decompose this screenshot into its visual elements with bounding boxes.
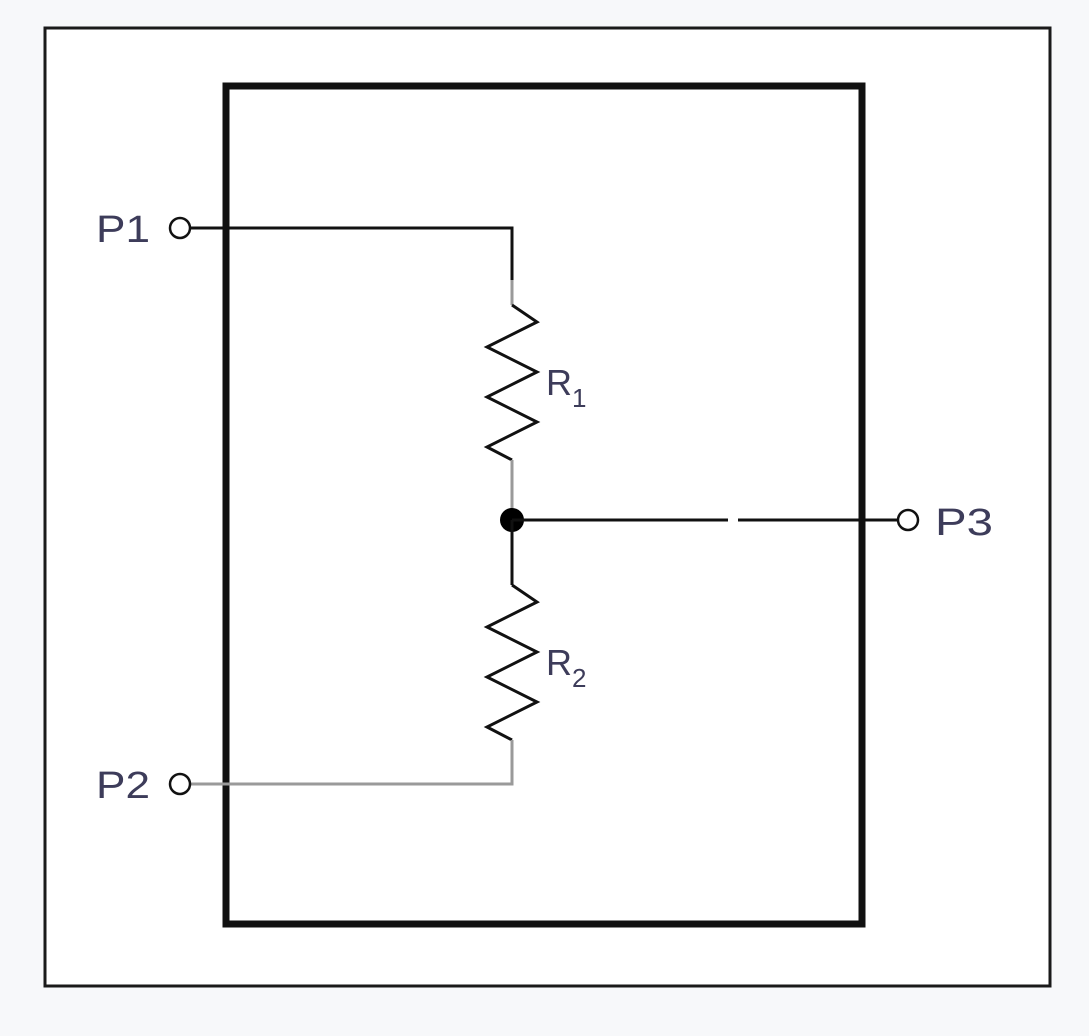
p3-terminal-icon — [896, 508, 920, 532]
p2-label: P2 — [96, 765, 150, 807]
r1-label-subscript: 1 — [572, 383, 586, 413]
p2-terminal-icon — [168, 772, 192, 796]
r2-label-base: R — [546, 642, 572, 683]
r1-label-base: R — [546, 362, 572, 403]
resistor-r1 — [483, 303, 541, 462]
p3-label: P3 — [935, 502, 993, 544]
p1-wire — [190, 226, 514, 305]
r1-label: R1 — [546, 362, 586, 413]
r2-label: R2 — [546, 642, 586, 693]
p1-terminal-icon — [168, 216, 192, 240]
p1-label: P1 — [96, 209, 150, 251]
resistor-r2 — [483, 583, 541, 742]
package-box — [222, 82, 866, 928]
p2-wire — [190, 740, 514, 786]
r2-label-subscript: 2 — [572, 663, 586, 693]
outer-panel — [43, 26, 1052, 988]
